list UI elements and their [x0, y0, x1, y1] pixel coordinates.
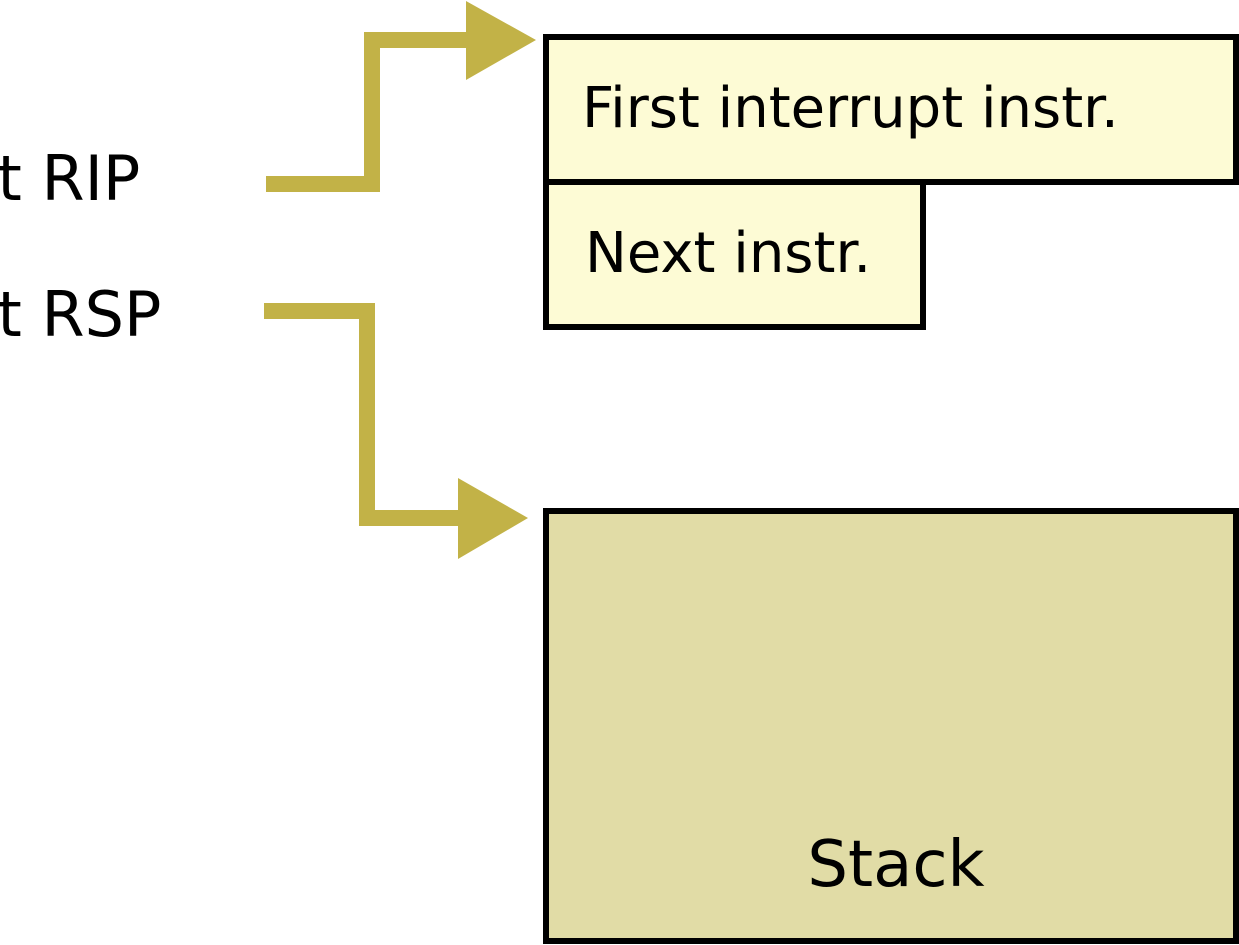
rsp-arrow-line	[264, 303, 462, 526]
rsp-pointer-arrow	[264, 303, 528, 559]
rip-pointer-arrow	[266, 1, 536, 192]
stack-label: Stack	[807, 828, 984, 902]
first-instruction-label: First interrupt instr.	[582, 76, 1119, 141]
first-instruction-box: First interrupt instr.	[543, 34, 1239, 185]
stack-box: Stack	[543, 508, 1239, 944]
rip-label: int RIP	[0, 142, 140, 215]
first-instruction-rect	[543, 34, 1239, 185]
rsp-arrowhead	[458, 478, 528, 559]
rip-arrowhead	[466, 1, 536, 80]
rsp-label: int RSP	[0, 278, 161, 351]
rip-arrow-line	[266, 32, 470, 192]
next-instruction-box: Next instr.	[543, 179, 926, 330]
stack-rect	[543, 508, 1239, 944]
next-instruction-label: Next instr.	[585, 221, 871, 286]
next-instruction-rect	[543, 179, 926, 330]
